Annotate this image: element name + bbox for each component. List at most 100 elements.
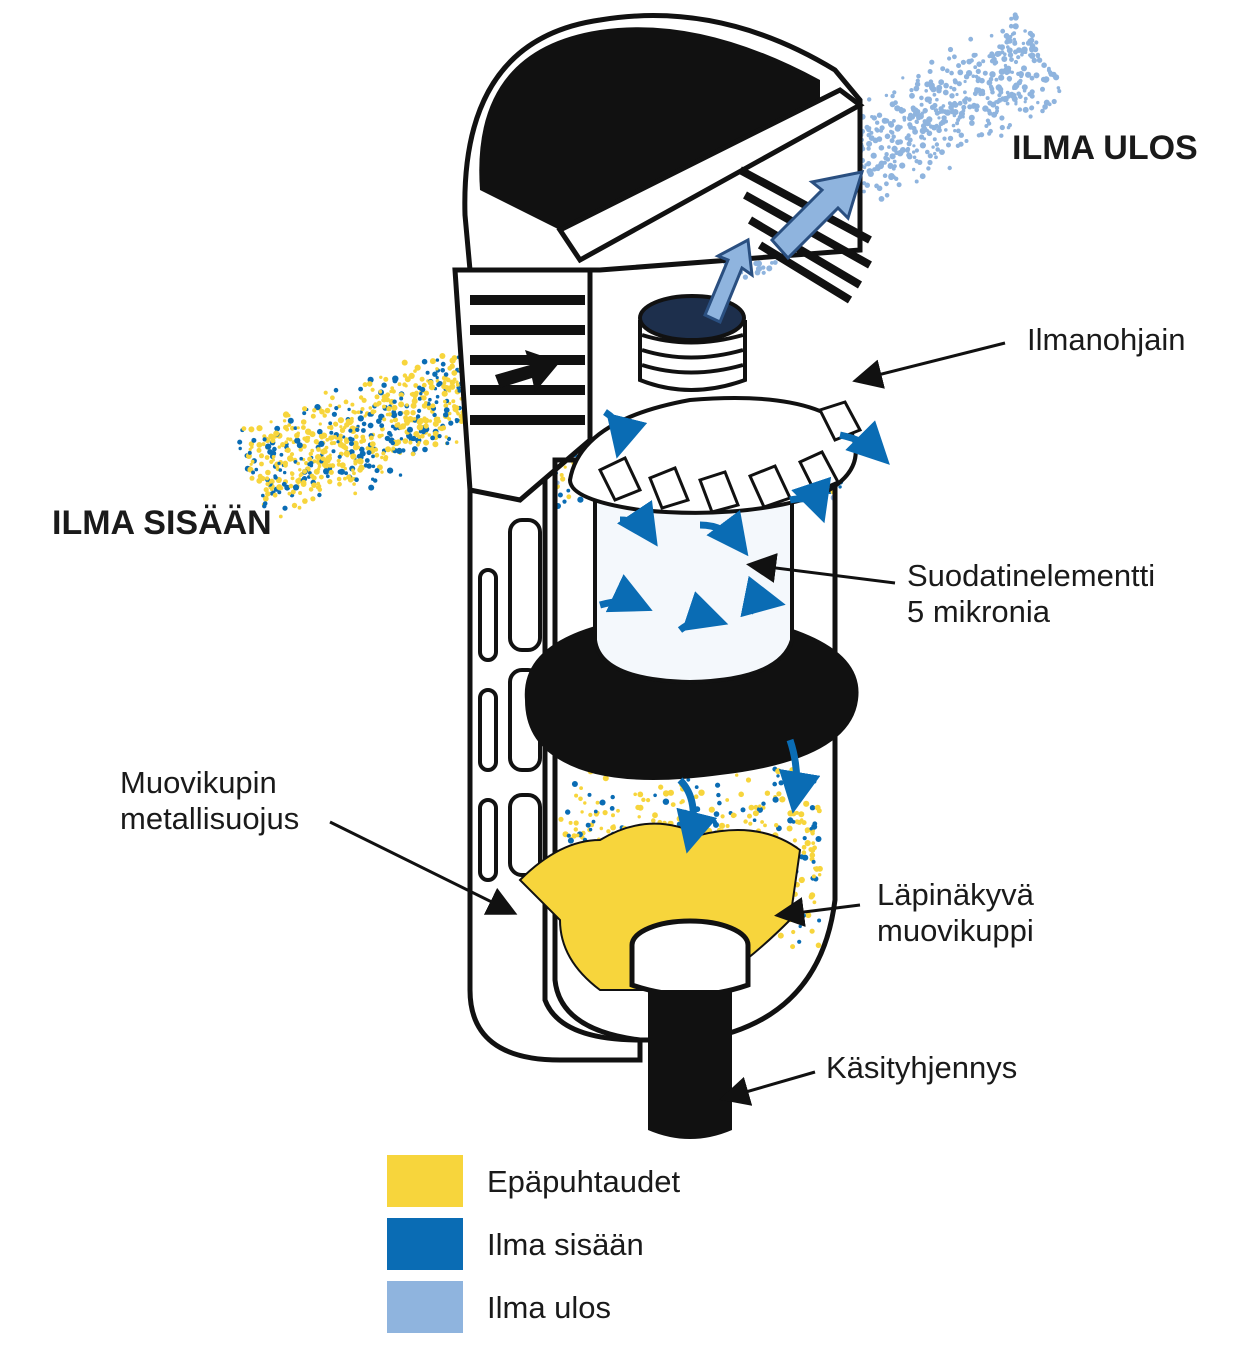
particle xyxy=(417,408,422,413)
particle xyxy=(300,419,307,425)
particle xyxy=(1028,114,1033,119)
particle xyxy=(354,477,359,483)
particle xyxy=(327,463,333,468)
particle xyxy=(323,390,328,395)
particle xyxy=(945,68,950,73)
particle xyxy=(370,387,375,392)
air-out-label: ILMA ULOS xyxy=(1012,129,1198,167)
head-top-plate xyxy=(556,87,865,264)
particle xyxy=(811,874,816,879)
particle xyxy=(435,367,439,371)
particle xyxy=(808,894,814,900)
particle xyxy=(1005,90,1010,95)
particle xyxy=(761,801,766,806)
particle xyxy=(344,438,350,444)
particle xyxy=(1042,76,1049,83)
particle xyxy=(337,481,342,487)
particle xyxy=(1031,57,1038,64)
particle xyxy=(347,477,354,483)
particle xyxy=(395,439,402,445)
particle xyxy=(816,808,822,814)
particle xyxy=(890,93,895,99)
particle xyxy=(455,410,459,414)
particle xyxy=(725,798,730,802)
particle xyxy=(914,81,921,87)
particle xyxy=(389,419,394,423)
particle xyxy=(760,820,764,824)
particle xyxy=(1013,49,1019,54)
particle xyxy=(265,443,272,450)
particle xyxy=(815,942,822,949)
particle xyxy=(356,445,361,450)
particle xyxy=(327,425,331,430)
particle xyxy=(334,406,339,411)
particle xyxy=(422,446,428,453)
particle xyxy=(319,435,324,440)
particle xyxy=(449,357,456,364)
particle xyxy=(1022,88,1027,93)
particle xyxy=(680,817,686,823)
particle xyxy=(414,364,421,371)
particle xyxy=(385,446,392,453)
particle xyxy=(587,792,592,797)
particle xyxy=(738,791,744,798)
particle xyxy=(432,441,439,448)
particle xyxy=(742,274,749,280)
particle xyxy=(330,395,335,401)
particle xyxy=(919,102,924,107)
particle xyxy=(357,467,363,473)
particle xyxy=(269,420,273,424)
particle xyxy=(412,417,417,421)
particle xyxy=(350,437,355,442)
particle xyxy=(439,353,446,359)
particle xyxy=(374,394,380,400)
particle xyxy=(398,401,405,408)
particle xyxy=(404,420,410,426)
particle xyxy=(1036,54,1040,59)
particle xyxy=(249,475,255,481)
particle xyxy=(652,812,658,819)
particle xyxy=(813,866,820,872)
particle xyxy=(386,406,392,412)
particle xyxy=(309,473,315,479)
particle xyxy=(866,168,873,175)
particle xyxy=(735,773,739,777)
particle xyxy=(1023,100,1027,104)
particle xyxy=(408,440,413,445)
particle xyxy=(894,105,901,112)
particle xyxy=(373,402,378,407)
particle xyxy=(924,81,931,88)
particle xyxy=(301,479,307,486)
particle xyxy=(1010,92,1017,99)
particle xyxy=(776,791,782,797)
particle xyxy=(919,173,926,180)
particle xyxy=(971,74,976,78)
particle xyxy=(884,152,889,157)
bowl-label-line1: Läpinäkyvä xyxy=(877,877,1034,912)
particle xyxy=(327,479,333,485)
particle xyxy=(1034,40,1039,45)
filter-element-label-line1: Suodatinelementti xyxy=(907,558,1156,593)
particle xyxy=(441,390,448,397)
particle xyxy=(805,912,812,919)
particle xyxy=(938,121,944,127)
particle xyxy=(912,155,917,160)
particle xyxy=(363,414,367,418)
particle xyxy=(318,422,322,426)
particle xyxy=(563,465,567,469)
air-in-swatch-icon xyxy=(387,1218,463,1270)
particle xyxy=(937,125,942,130)
particle xyxy=(796,819,802,825)
particle xyxy=(944,109,951,116)
particle xyxy=(248,426,255,433)
particle xyxy=(926,130,933,137)
particle xyxy=(921,123,926,128)
particle xyxy=(324,407,331,414)
particle xyxy=(297,477,301,481)
particle xyxy=(981,59,986,64)
particle xyxy=(447,388,452,393)
particle xyxy=(698,816,704,823)
particle xyxy=(304,461,309,466)
particle xyxy=(296,442,303,449)
particle xyxy=(812,779,817,784)
